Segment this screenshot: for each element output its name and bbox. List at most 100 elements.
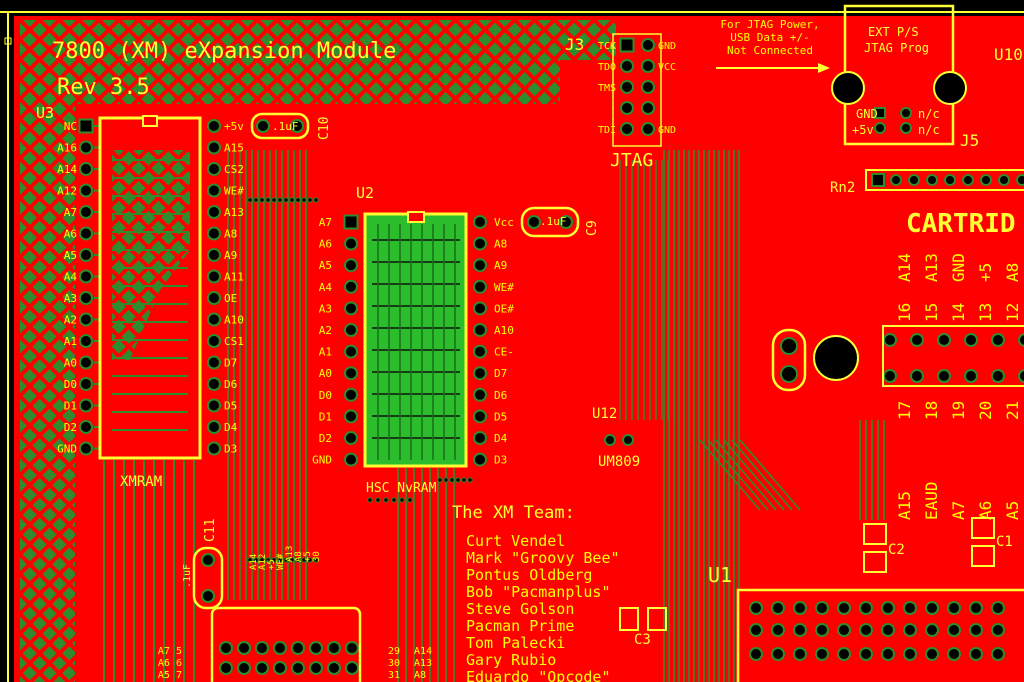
pad (207, 355, 221, 370)
via (271, 557, 277, 563)
u2-pin-label: OE# (494, 302, 514, 315)
pad (273, 661, 287, 675)
pad (473, 323, 487, 337)
u3-pin-label: D5 (224, 400, 237, 413)
pad (969, 623, 983, 637)
pad (749, 601, 763, 615)
pad (79, 205, 93, 219)
copper-trace (699, 439, 761, 511)
pad (771, 647, 785, 661)
pad (237, 661, 251, 675)
c1-pad-bottom (971, 545, 995, 567)
cartridge-pin-label: A8 (1003, 263, 1022, 282)
pad (890, 174, 902, 186)
pad (925, 647, 939, 661)
c11-ref: C11 (203, 519, 218, 542)
pad (219, 661, 233, 675)
pad (79, 420, 93, 434)
pad (1016, 174, 1024, 186)
pad (991, 369, 1005, 383)
via (295, 197, 301, 203)
u3-pin-label: A7 (64, 206, 77, 219)
u2-pin-label: A1 (319, 346, 332, 359)
pad (937, 369, 951, 383)
pad (344, 236, 358, 251)
pad (344, 279, 358, 294)
pad (207, 377, 221, 391)
pad (641, 101, 655, 115)
c2-pad-bottom (863, 551, 887, 573)
u3-pin-label: A12 (57, 185, 77, 198)
cartridge-pin-label: A6 (976, 501, 995, 520)
cartridge-pin-label: A7 (949, 501, 968, 520)
pad (309, 641, 323, 655)
pad (207, 420, 221, 434)
pad (79, 162, 93, 176)
pad (964, 369, 978, 383)
pad (903, 601, 917, 615)
j5-ref: J5 (960, 131, 979, 150)
u3-pin-label: D7 (224, 357, 237, 370)
j3-pin-label: TMS (598, 83, 616, 94)
j3-outline (612, 33, 662, 147)
pad (473, 344, 487, 359)
pad (620, 80, 634, 94)
team-heading: The XM Team: (452, 503, 575, 523)
rn2-outline (865, 169, 1024, 191)
pad (926, 174, 938, 186)
pad (79, 312, 93, 327)
pad (473, 366, 487, 381)
small-vertical-label: +5 (303, 551, 313, 562)
u3-pin-label: D4 (224, 421, 238, 434)
j5-line1: EXT P/S (868, 25, 919, 39)
pad (780, 337, 798, 355)
cartridge-pin-label: 13 (976, 303, 995, 322)
via (247, 557, 253, 563)
u3-pin-label: A4 (64, 271, 78, 284)
pad (344, 301, 358, 316)
pad (207, 441, 221, 456)
via (367, 497, 373, 503)
pad-square (78, 118, 94, 134)
copper-trace (707, 439, 769, 511)
pad (79, 183, 93, 198)
pad (345, 661, 359, 675)
pad (344, 323, 358, 337)
pad (969, 647, 983, 661)
pad (859, 623, 873, 637)
u12-name: UM809 (598, 454, 640, 470)
j3-pin-label: VCC (658, 62, 676, 73)
small-vertical-label: A14 (249, 554, 259, 570)
via (265, 197, 271, 203)
pad (620, 59, 634, 73)
u3-pin-label: A2 (64, 314, 77, 327)
pad (780, 365, 798, 383)
copper-trace (723, 439, 785, 511)
jtag-power-note: For JTAG Power,USB Data +/-Not Connected (720, 18, 819, 57)
j3-pin-label: GND (658, 125, 676, 136)
u3-pin-label: NC (64, 120, 77, 133)
u3-pin-label: D1 (64, 400, 77, 413)
via (467, 477, 473, 483)
u2-pin-label: D2 (319, 432, 332, 445)
pad (290, 119, 304, 133)
c11-outline (192, 546, 224, 610)
j5-5v-label: +5v (852, 123, 874, 137)
u2-pin-label: D5 (494, 410, 507, 423)
pad (273, 641, 287, 655)
pad (991, 601, 1005, 615)
cartridge-pin-label: A13 (922, 253, 941, 282)
via (391, 497, 397, 503)
u2-pin-label: D6 (494, 389, 507, 402)
via (253, 557, 259, 563)
pad (79, 377, 93, 391)
via (313, 197, 319, 203)
pad (527, 215, 541, 229)
pad (859, 647, 873, 661)
pad (291, 661, 305, 675)
pad (900, 107, 912, 119)
u3-pin-label: A15 (224, 142, 244, 155)
pad (837, 601, 851, 615)
pad (473, 215, 487, 229)
